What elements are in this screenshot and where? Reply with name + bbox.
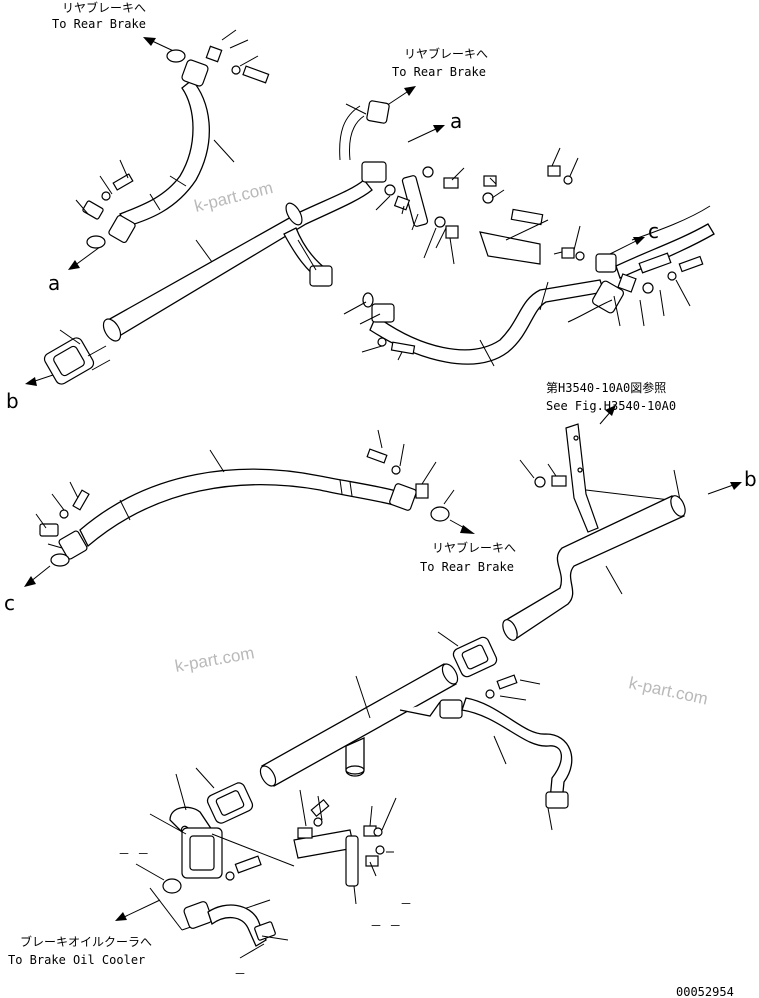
brake-oil-cooler-tube bbox=[183, 901, 289, 959]
see-fig-label-jp: 第H3540-10A0図参照 bbox=[546, 380, 666, 395]
rear-brake-label-en-1: To Rear Brake bbox=[52, 17, 146, 31]
flow-arrows bbox=[24, 37, 742, 921]
dash-label-2: － － bbox=[370, 919, 401, 933]
ref-b-right: b bbox=[744, 467, 757, 491]
leader-lines-upper bbox=[59, 29, 691, 367]
rear-brake-label-jp-2: リヤブレーキへ bbox=[404, 46, 488, 61]
brake-cooler-label-jp: ブレーキオイルクーラへ bbox=[20, 934, 152, 949]
lower-bracket-hardware bbox=[293, 789, 397, 905]
ref-b-left: b bbox=[6, 389, 19, 413]
lower-right-tube bbox=[439, 674, 573, 831]
o-ring-lower bbox=[162, 878, 182, 894]
rear-brake-label-jp-3: リヤブレーキへ bbox=[432, 540, 516, 555]
dash-label-3: － bbox=[400, 897, 412, 911]
watermark-1: k-part.com bbox=[192, 178, 275, 216]
main-brake-tube-upper bbox=[102, 100, 605, 365]
see-fig-bracket bbox=[519, 423, 681, 533]
ref-a-top: a bbox=[450, 109, 462, 133]
upper-bracket-hardware bbox=[377, 165, 715, 355]
main-brake-tube-lower bbox=[195, 495, 686, 824]
rear-brake-label-jp-1: リヤブレーキへ bbox=[62, 0, 146, 15]
see-fig-label-en: See Fig.H3540-10A0 bbox=[546, 399, 676, 413]
dash-label-4: － bbox=[234, 967, 246, 981]
brake-cooler-label-en: To Brake Oil Cooler bbox=[8, 953, 145, 967]
ref-c-right: c bbox=[648, 219, 659, 243]
watermark-3: k-part.com bbox=[627, 673, 709, 708]
ref-c-left: c bbox=[4, 591, 15, 615]
dash-label-1: － － bbox=[118, 847, 149, 861]
rear-brake-label-en-3: To Rear Brake bbox=[420, 560, 514, 574]
o-ring bbox=[86, 235, 106, 249]
watermark-2: k-part.com bbox=[173, 643, 255, 676]
ref-a-left: a bbox=[48, 271, 60, 295]
rear-brake-hose-upper-left bbox=[82, 45, 270, 249]
tube-coupling-left bbox=[43, 337, 111, 385]
rear-brake-label-en-2: To Rear Brake bbox=[392, 65, 486, 79]
rear-brake-hose-middle bbox=[35, 429, 455, 567]
drawing-number: 00052954 bbox=[676, 985, 734, 998]
